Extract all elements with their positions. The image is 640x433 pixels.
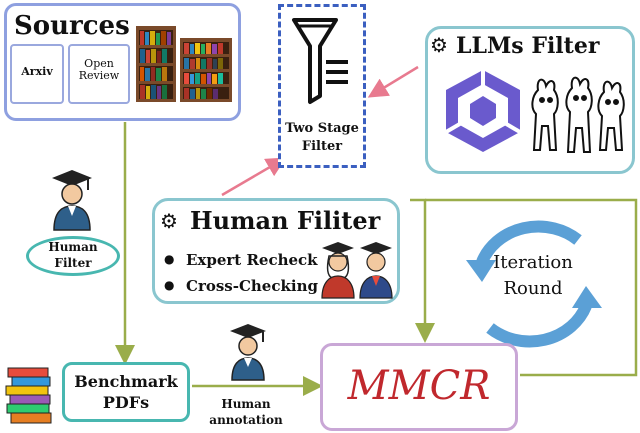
arrow-loop-to-mmcr <box>410 198 435 343</box>
expert-recheck-label: Expert Recheck <box>186 251 318 269</box>
annotator-icon <box>230 324 266 381</box>
funnel-filter-icon <box>292 18 348 104</box>
sources-title: Sources <box>14 11 130 41</box>
arrow-human-to-funnel <box>221 157 287 197</box>
llama-icon <box>531 76 625 153</box>
gear-icon: ⚙ <box>430 33 448 57</box>
human-annotation-label: Human annotation <box>209 397 283 428</box>
source-arxiv-label: Arxiv <box>21 65 53 78</box>
arrow-loop-right <box>425 198 638 377</box>
source-openreview-label: Open Review <box>78 57 120 83</box>
iteration-cycle-icon <box>466 220 602 348</box>
gear-icon-2: ⚙ <box>160 209 178 233</box>
arrow-llms-to-funnel <box>367 65 419 98</box>
bookshelf-icon <box>136 26 232 102</box>
benchmark-pdfs-box <box>62 362 190 422</box>
cross-checking-label: Cross-Checking <box>186 277 318 295</box>
human-filiter-panel <box>152 198 400 304</box>
mmcr-label: MMCR <box>347 363 491 409</box>
graduate-icon <box>52 170 92 231</box>
iteration-round-label: Iteration Round <box>493 252 573 300</box>
benchmark-pdfs-label: Benchmark PDFs <box>74 372 178 412</box>
llms-filter-title: LLMs Filter <box>456 33 600 59</box>
students-icon <box>321 242 393 299</box>
books-stack-icon <box>5 367 52 424</box>
bullet-icon: ● <box>164 252 175 266</box>
source-arxiv: Arxiv <box>10 44 64 104</box>
human-filter-ellipse <box>26 236 120 276</box>
bullet-icon-2: ● <box>164 278 175 292</box>
human-filiter-title: Human Filiter <box>190 206 381 235</box>
source-openreview: Open Review <box>68 44 130 104</box>
two-stage-filter-label: Two Stage Filter <box>285 121 359 154</box>
mmcr-box <box>320 343 518 431</box>
qwen-logo-icon <box>444 70 522 152</box>
human-filter-label: Human Filter <box>48 240 98 270</box>
